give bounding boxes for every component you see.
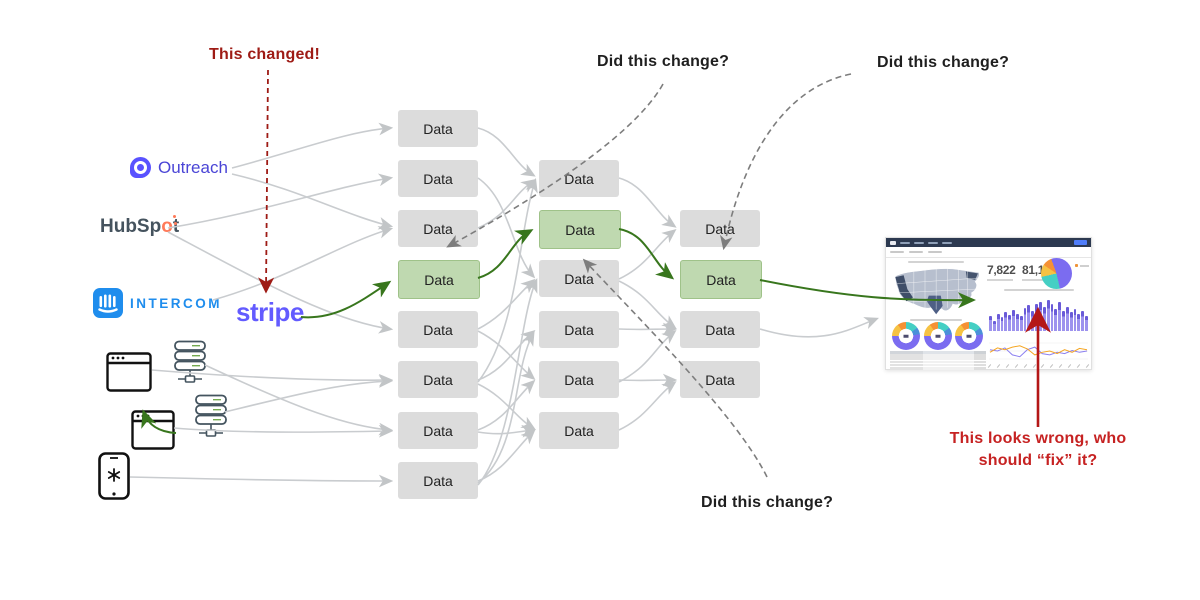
annotation-did-this-change-bottom: Did this change? xyxy=(701,494,834,511)
connector-arrow xyxy=(477,329,536,381)
data-box: Data xyxy=(398,361,478,398)
connector-arrow xyxy=(477,379,536,431)
connector-arrow xyxy=(618,177,677,228)
annotation-this-changed: This changed! xyxy=(209,46,321,63)
outreach-label: Outreach xyxy=(158,157,228,177)
connector-arrow xyxy=(477,278,538,486)
logo-intercom: INTERCOM xyxy=(93,288,222,318)
outreach-icon xyxy=(130,157,151,178)
data-box: Data xyxy=(680,361,760,398)
dashboard-logo xyxy=(890,240,896,245)
line-chart-x-ticks xyxy=(987,364,1090,368)
connector-arrow xyxy=(618,229,677,280)
connector-arrow xyxy=(129,474,394,488)
data-box: Data xyxy=(539,260,619,297)
lineage-arrow xyxy=(300,280,392,319)
connector-arrow xyxy=(212,226,394,301)
hubspot-label: HubSpot xyxy=(100,216,180,237)
data-box-highlighted: Data xyxy=(539,210,621,249)
annotation-did-this-change-right: Did this change? xyxy=(877,54,1010,71)
connector-arrow xyxy=(477,127,536,177)
connector-arrow xyxy=(477,383,536,430)
data-box-highlighted: Data xyxy=(680,260,762,299)
bar-chart xyxy=(989,294,1088,331)
donut-chart xyxy=(924,322,952,350)
data-box: Data xyxy=(539,412,619,449)
connector-arrow xyxy=(618,280,677,329)
data-box-highlighted: Data xyxy=(398,260,480,299)
annotation-looks-wrong-line1: This looks wrong, who xyxy=(949,430,1127,447)
logo-stripe: stripe xyxy=(236,297,304,328)
connector-arrow xyxy=(477,429,536,482)
logo-hubspot: HubSpot xyxy=(100,216,179,238)
connector-arrow xyxy=(477,331,535,484)
connector-arrow xyxy=(477,177,536,279)
connector-arrow xyxy=(231,173,394,230)
data-box: Data xyxy=(398,210,478,247)
data-box: Data xyxy=(398,412,478,449)
us-map-chart xyxy=(895,268,980,315)
connector-arrow xyxy=(759,317,879,338)
stripe-label: stripe xyxy=(236,297,304,327)
data-box: Data xyxy=(398,311,478,348)
dashboard-filter-bar xyxy=(886,247,1091,258)
connector-arrow xyxy=(477,179,536,229)
donut-chart xyxy=(892,322,920,350)
connector-arrow xyxy=(477,330,536,381)
asterisk-glyph xyxy=(107,468,121,482)
data-box: Data xyxy=(398,110,478,147)
annotation-looks-wrong: This looks wrong, who should “fix” it? xyxy=(942,428,1134,471)
lineage-arrow xyxy=(477,229,534,279)
data-box: Data xyxy=(680,210,760,247)
mobile-phone-icon xyxy=(98,452,130,500)
lineage-arrow xyxy=(618,228,675,280)
intercom-icon xyxy=(93,288,123,318)
connector-arrow xyxy=(224,375,394,413)
connector-arrow xyxy=(618,330,677,383)
kpi-value: 7,822 xyxy=(987,263,1016,277)
connector-arrow xyxy=(231,122,394,169)
donut-chart xyxy=(955,322,983,350)
bi-dashboard-screenshot: 7,822 81,131 xyxy=(885,237,1092,370)
connector-arrow xyxy=(618,381,677,431)
annotation-did-this-change-top: Did this change? xyxy=(597,53,730,70)
data-box: Data xyxy=(398,462,478,499)
connector-arrow xyxy=(477,177,538,383)
browser-window-icon xyxy=(106,352,152,392)
hubspot-sprocket-icon: o xyxy=(161,216,173,237)
browser-window-icon xyxy=(131,410,175,450)
intercom-label: INTERCOM xyxy=(130,295,222,311)
connector-arrow xyxy=(477,424,537,438)
dashboard-share-button xyxy=(1074,240,1087,245)
pie-chart xyxy=(1041,258,1072,289)
connector-arrow xyxy=(167,173,394,229)
data-box: Data xyxy=(680,311,760,348)
data-box: Data xyxy=(539,361,619,398)
database-server-icon xyxy=(195,394,227,437)
logo-outreach: Outreach xyxy=(130,157,228,178)
connector-arrow xyxy=(477,278,536,330)
map-state-dark-northeast xyxy=(965,271,978,280)
dashboard-top-bar xyxy=(886,238,1091,247)
change-arrow xyxy=(258,69,275,294)
data-table xyxy=(890,351,986,370)
line-chart xyxy=(989,342,1088,360)
database-server-icon xyxy=(174,340,206,383)
data-box: Data xyxy=(398,160,478,197)
connector-arrow xyxy=(204,364,394,436)
data-box: Data xyxy=(539,160,619,197)
data-box: Data xyxy=(539,311,619,348)
annotation-looks-wrong-line2: should “fix” it? xyxy=(978,451,1098,469)
